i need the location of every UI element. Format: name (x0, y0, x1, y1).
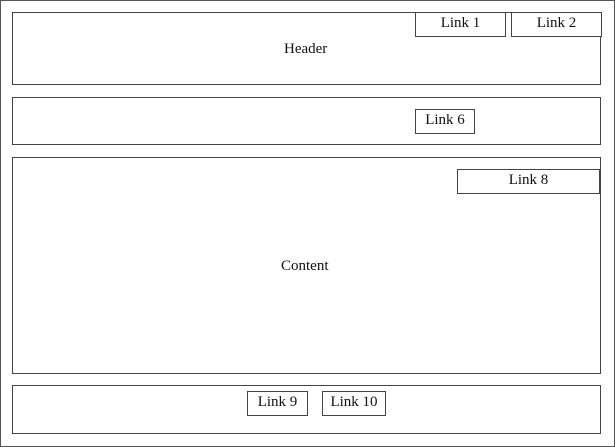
link-2[interactable]: Link 2 (511, 12, 602, 37)
footer-region: Link 9 Link 10 (12, 385, 601, 434)
content-label: Content (281, 258, 329, 274)
link-6[interactable]: Link 6 (415, 109, 475, 134)
link-10[interactable]: Link 10 (322, 391, 386, 416)
link-9[interactable]: Link 9 (247, 391, 308, 416)
link-8[interactable]: Link 8 (457, 169, 600, 194)
link-1[interactable]: Link 1 (415, 12, 506, 37)
header-label: Header (284, 41, 328, 57)
header-region: Header Link 1 Link 2 (12, 12, 602, 85)
nav-bar-region: Link 6 (12, 97, 601, 145)
content-region: Link 8 Content (12, 157, 601, 374)
